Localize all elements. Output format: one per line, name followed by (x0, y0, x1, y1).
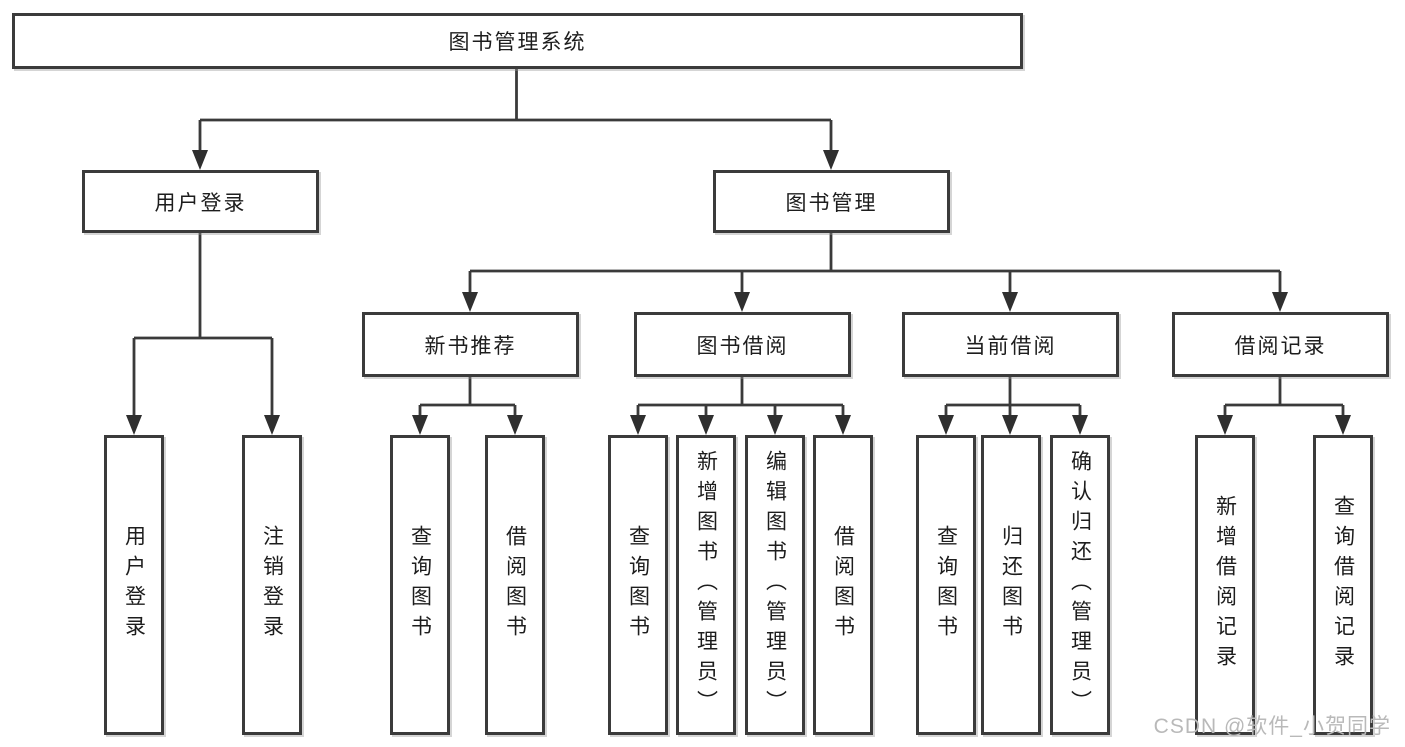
leaf-logout: 注销登录 (242, 435, 302, 735)
leaf-user-login: 用户登录 (104, 435, 164, 735)
node-new-book-recommendation: 新书推荐 (362, 312, 579, 377)
node-label: 当前借阅 (964, 334, 1057, 358)
node-label: 借阅图书 (831, 525, 855, 645)
leaf-borrow-books: 借阅图书 (813, 435, 873, 735)
node-library-system: 图书管理系统 (12, 13, 1023, 69)
leaf-query-books-borrowing: 查询图书 (608, 435, 668, 735)
node-label: 用户登录 (154, 191, 247, 215)
node-label: 图书管理系统 (448, 31, 587, 54)
leaf-add-book-admin: 新增图书（管理员） (676, 435, 736, 735)
leaf-edit-book-admin: 编辑图书（管理员） (745, 435, 805, 735)
leaf-return-book: 归还图书 (981, 435, 1041, 735)
node-user-login: 用户登录 (82, 170, 319, 233)
node-label: 图书管理 (785, 191, 878, 215)
node-label: 确认归还（管理员） (1068, 450, 1092, 720)
node-current-borrowing: 当前借阅 (902, 312, 1119, 377)
node-label: 借阅图书 (503, 525, 527, 645)
node-label: 用户登录 (122, 525, 146, 645)
node-label: 新增借阅记录 (1213, 495, 1237, 675)
node-label: 查询图书 (934, 525, 958, 645)
node-label: 归还图书 (999, 525, 1023, 645)
leaf-query-books-recommend: 查询图书 (390, 435, 450, 735)
node-book-borrowing: 图书借阅 (634, 312, 851, 377)
node-label: 查询借阅记录 (1331, 495, 1355, 675)
node-label: 注销登录 (260, 525, 284, 645)
node-book-management: 图书管理 (713, 170, 950, 233)
node-label: 查询图书 (408, 525, 432, 645)
node-label: 借阅记录 (1234, 334, 1327, 358)
csdn-watermark: CSDN @软件_小贺同学 (1153, 715, 1391, 738)
leaf-query-borrow-record: 查询借阅记录 (1313, 435, 1373, 735)
node-label: 图书借阅 (696, 334, 789, 358)
leaf-query-books-current: 查询图书 (916, 435, 976, 735)
leaf-confirm-return-admin: 确认归还（管理员） (1050, 435, 1110, 735)
node-label: 新书推荐 (424, 334, 517, 358)
leaf-add-borrow-record: 新增借阅记录 (1195, 435, 1255, 735)
leaf-borrow-books-recommend: 借阅图书 (485, 435, 545, 735)
node-label: 新增图书（管理员） (694, 450, 718, 720)
node-label: 查询图书 (626, 525, 650, 645)
node-label: 编辑图书（管理员） (763, 450, 787, 720)
node-borrowing-records: 借阅记录 (1172, 312, 1389, 377)
